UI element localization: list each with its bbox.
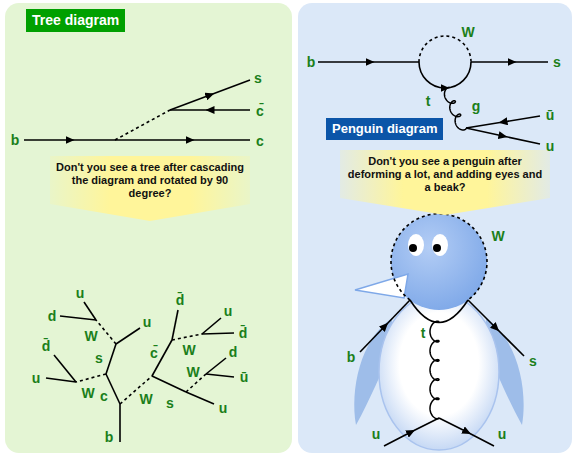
particle-label: u	[143, 315, 152, 329]
particle-label: u	[498, 427, 507, 441]
penguin-body	[379, 294, 499, 450]
particle-label: W	[84, 329, 97, 343]
particle-label: b	[11, 133, 20, 147]
particle-label: W	[139, 392, 152, 406]
beak	[355, 274, 408, 298]
arrow-fill	[340, 150, 550, 215]
particle-label: s	[529, 354, 537, 368]
tree-feynman	[24, 80, 250, 140]
particle-label: W	[186, 365, 199, 379]
particle-label: c	[256, 134, 264, 148]
node-text: Don't you see a tree after cascading the…	[56, 161, 244, 200]
particle-label: d	[229, 345, 238, 359]
particle-label: b	[105, 430, 114, 444]
particle-label: W	[182, 343, 195, 357]
particle-label: d̄	[176, 293, 185, 307]
eye	[432, 234, 448, 256]
penguin-feynman	[318, 36, 548, 144]
node-text: Don't you see a penguin after deforming …	[346, 155, 544, 194]
pupil	[409, 244, 417, 252]
particle-label: c̄	[256, 104, 264, 118]
particle-label: c	[100, 389, 108, 403]
tree-cascade	[46, 302, 234, 442]
caption-arrow: Don't you see a tree after cascading the…	[50, 156, 250, 221]
particle-label: g	[472, 99, 481, 113]
particle-label: W	[461, 25, 474, 39]
penguin-panel	[298, 3, 572, 453]
particle-label: u	[32, 371, 41, 385]
particle-label: u	[224, 304, 233, 318]
particle-label: s	[95, 351, 103, 365]
node-text: Penguin diagram	[332, 121, 437, 137]
particle-label: s	[254, 71, 262, 85]
particle-label: b	[307, 55, 316, 69]
title-tag: Tree diagram	[26, 9, 125, 32]
particle-label: ū	[240, 370, 249, 384]
particle-label: b	[347, 350, 356, 364]
particle-label: W	[491, 229, 504, 243]
particle-label: d̄	[239, 326, 248, 340]
arrow-fill	[50, 156, 250, 221]
pupil	[433, 244, 441, 252]
gluon-coil	[444, 87, 466, 130]
eye	[408, 234, 424, 256]
particle-label: t	[421, 326, 426, 340]
caption-arrow: Don't you see a penguin after deforming …	[340, 150, 550, 215]
particle-label: u	[219, 401, 228, 415]
node-text: Tree diagram	[32, 12, 119, 29]
particle-label: c̄	[150, 346, 158, 360]
particle-label: d̄	[42, 339, 51, 353]
tree-panel	[5, 3, 292, 453]
particle-label: u	[76, 286, 85, 300]
particle-label: s	[166, 396, 174, 410]
particle-label: s	[553, 55, 561, 69]
gluon-coil	[430, 321, 439, 419]
penguin-figure	[354, 214, 524, 450]
particle-label: t	[426, 94, 431, 108]
penguin-head	[391, 214, 487, 310]
particle-label: W	[81, 386, 94, 400]
particle-label: u	[546, 139, 555, 153]
particle-label: ū	[546, 108, 555, 122]
title-tag: Penguin diagram	[326, 118, 443, 140]
particle-label: d	[48, 309, 57, 323]
particle-label: u	[372, 427, 381, 441]
